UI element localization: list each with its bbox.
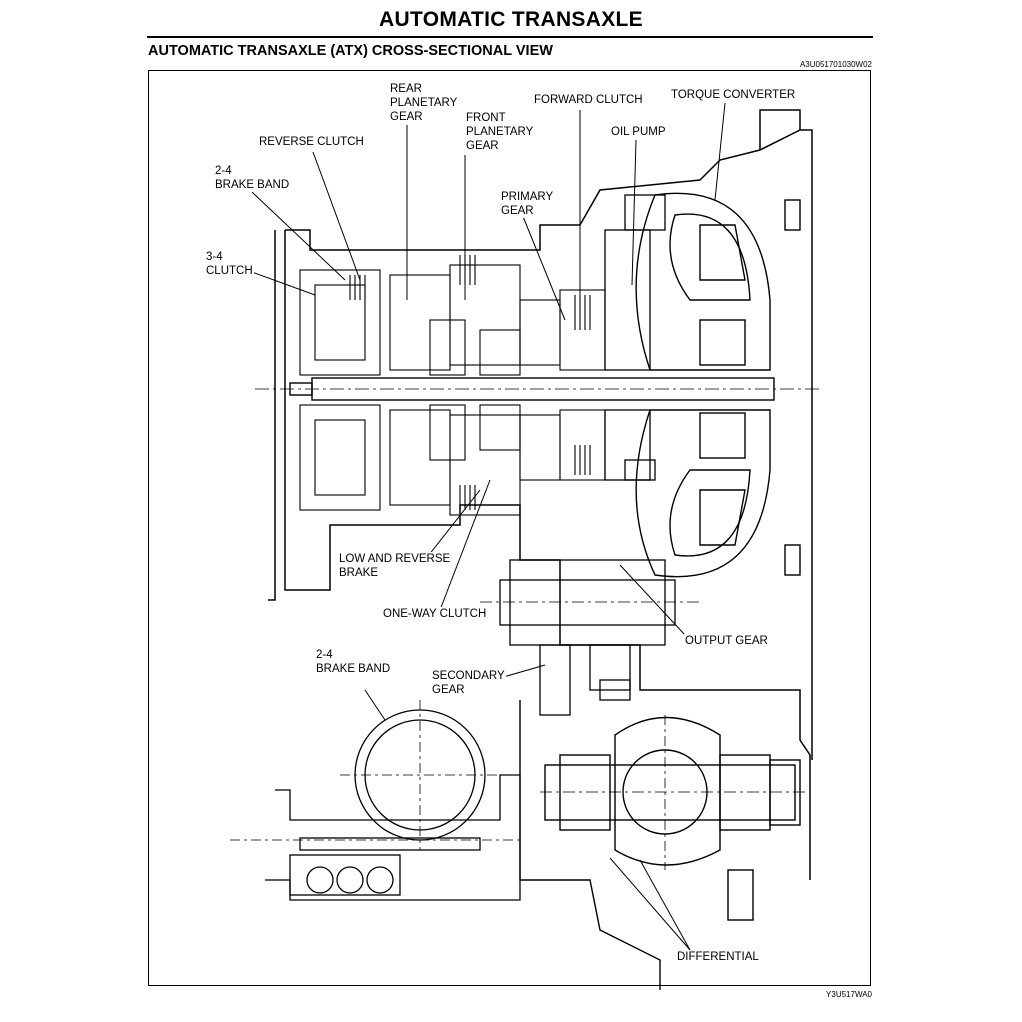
brake-band-inset [230,700,521,901]
label-forward-clutch: FORWARD CLUTCH [533,93,644,107]
torque-converter [635,192,801,578]
label-2-4-brake-band: 2-4 BRAKE BAND [214,164,291,192]
label-one-way-clutch: ONE-WAY CLUTCH [382,607,488,621]
label-output-gear: OUTPUT GEAR [684,634,769,648]
label-low-and-reverse-brake: LOW AND REVERSE BRAKE [338,552,452,580]
title-rule [147,36,873,38]
page-title: AUTOMATIC TRANSAXLE [379,8,643,31]
label-rear-planetary-gear: REAR PLANETARY GEAR [389,82,459,124]
label-reverse-clutch: REVERSE CLUTCH [258,135,365,149]
figure-code: Y3U517WA0 [826,990,872,999]
label-front-planetary-gear: FRONT PLANETARY GEAR [465,111,535,153]
section-title: AUTOMATIC TRANSAXLE (ATX) CROSS-SECTIONA… [148,43,553,59]
label-2-4-brake-band-inset: 2-4 BRAKE BAND [315,648,392,676]
label-oil-pump: OIL PUMP [610,125,667,139]
figure-frame [148,70,871,986]
oil-pump [604,194,666,481]
label-secondary-gear: SECONDARY GEAR [431,669,506,697]
clutch-packs-upper [299,255,606,376]
output-gear-assembly [480,559,700,716]
clutch-packs-lower [299,404,606,516]
main-shaft [255,377,820,401]
document-code: A3U051701030W02 [799,60,872,69]
label-3-4-clutch: 3-4 CLUTCH [205,250,254,278]
label-primary-gear: PRIMARY GEAR [500,190,555,218]
leader-lines [251,102,726,951]
label-torque-converter: TORQUE CONVERTER [670,88,797,102]
label-differential: DIFFERENTIAL [676,950,760,964]
differential-assembly [519,700,810,990]
